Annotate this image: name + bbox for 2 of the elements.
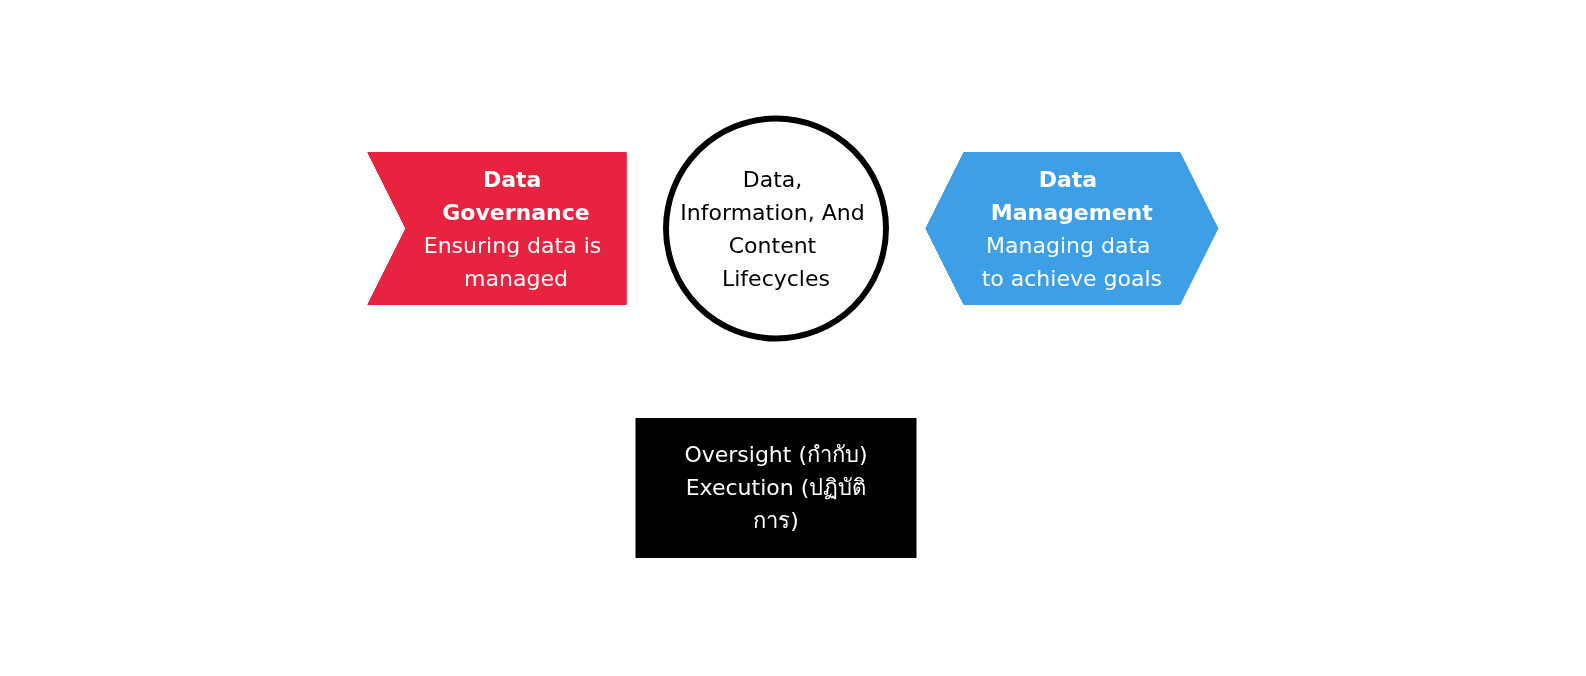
node-box: Oversight (กำกับ) Execution (ปฏิบัติการ) <box>635 418 917 558</box>
node-circle: Data, Information, And Content Lifecycles <box>663 115 890 342</box>
